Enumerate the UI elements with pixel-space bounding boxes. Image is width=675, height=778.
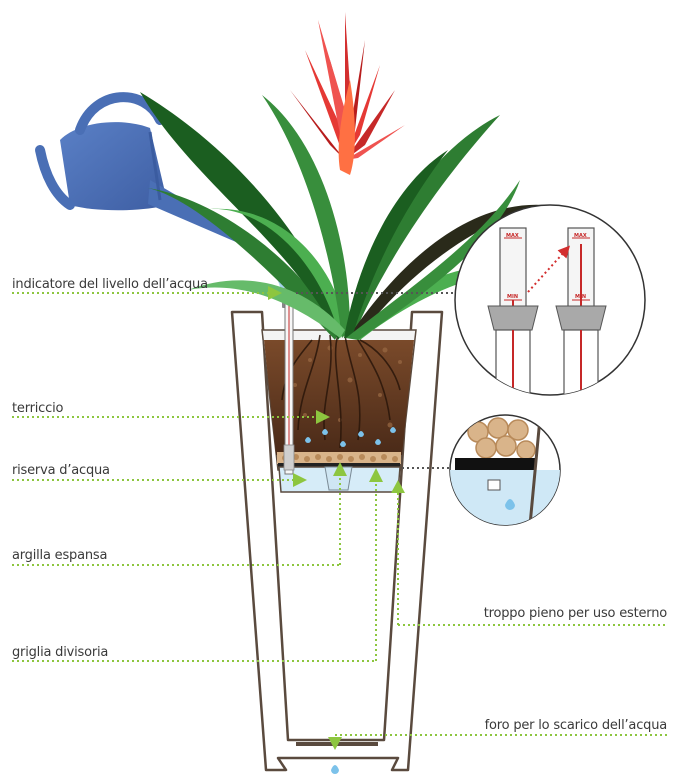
drain-drop — [331, 765, 339, 774]
label-soil: terriccio — [12, 401, 63, 417]
overflow-detail-circle — [450, 415, 560, 530]
gauge-right-min: MIN — [575, 294, 586, 300]
label-drain-hole: foro per lo scarico dell’acqua — [485, 718, 667, 734]
label-water-reserve: riserva d’acqua — [12, 463, 110, 479]
gauge-left-max: MAX — [506, 233, 519, 239]
label-divider-grid: griglia divisoria — [12, 645, 108, 661]
label-water-level-indicator: indicatore del livello dell’acqua — [12, 277, 208, 293]
gauge-left-min: MIN — [507, 294, 518, 300]
label-overflow: troppo pieno per uso esterno — [484, 606, 667, 622]
gauge-detail-circle: MAX MIN MAX MIN — [455, 205, 645, 400]
gauge-right-max: MAX — [574, 233, 587, 239]
label-expanded-clay: argilla espansa — [12, 548, 107, 564]
